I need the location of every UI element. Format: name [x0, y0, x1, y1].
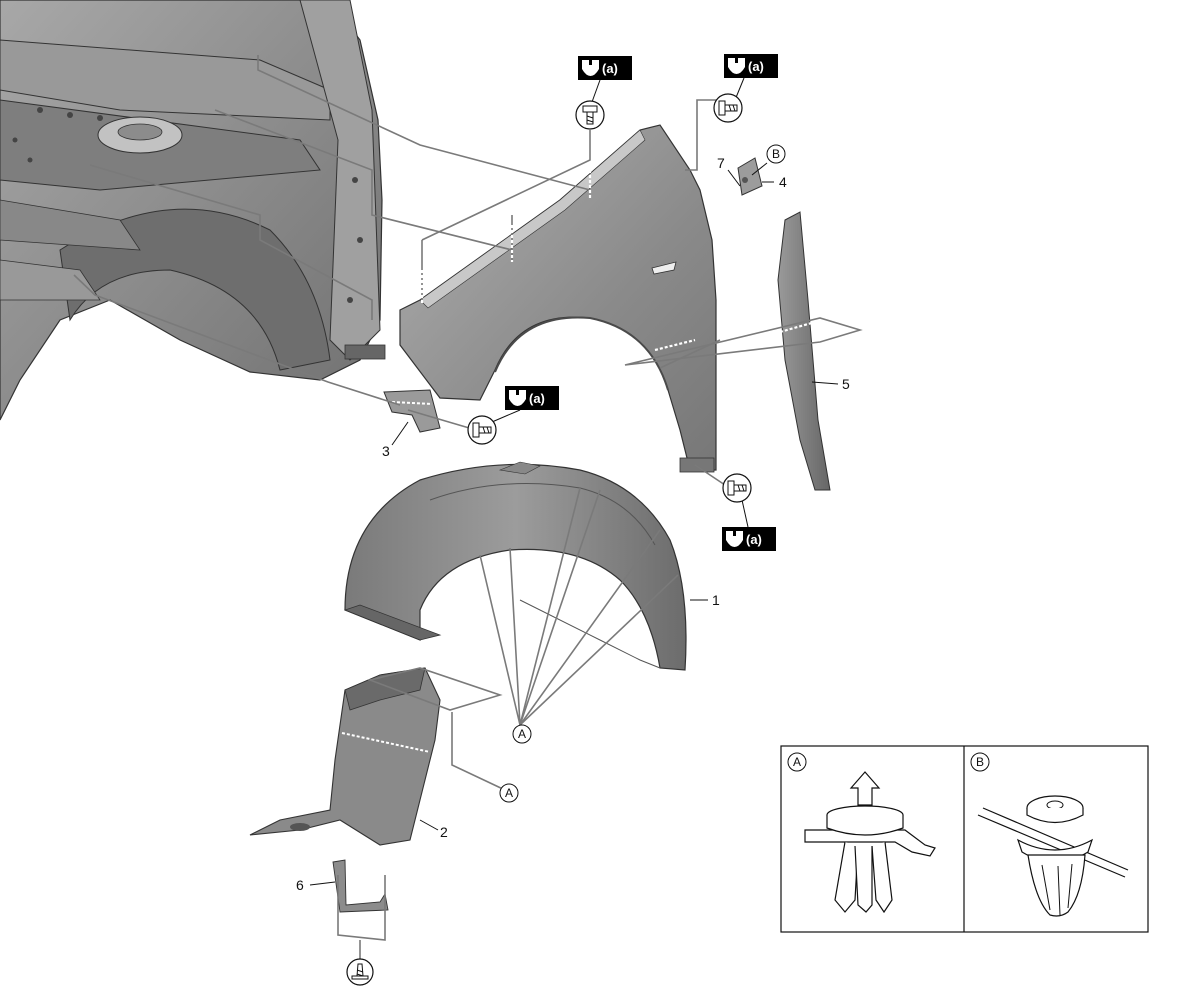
- part-number-4: 4: [779, 174, 787, 190]
- bolt-icon: [575, 100, 605, 130]
- shield-mounting-bracket: [332, 859, 389, 913]
- torque-tag-label: (a): [529, 391, 545, 406]
- part-number-6: 6: [296, 877, 304, 893]
- leader-lines: [73, 55, 863, 960]
- wrench-icon: [582, 60, 599, 76]
- part-number-1: 1: [712, 592, 720, 608]
- fender-seal-strip: [777, 211, 831, 491]
- push-clip-icon: [804, 771, 936, 914]
- torque-tag-label: (a): [746, 532, 762, 547]
- clip-callout-a: A: [512, 724, 532, 744]
- wrench-icon: [509, 390, 526, 406]
- clip-detail-inset: A B: [780, 745, 1149, 933]
- clip-callout-a: A: [499, 783, 519, 803]
- torque-tag: (a): [505, 386, 559, 410]
- wrench-icon: [726, 531, 743, 547]
- bolt-icon: [467, 415, 497, 445]
- screw-icon: [346, 958, 374, 986]
- inset-label-a: A: [793, 755, 801, 769]
- splash-shield: [249, 667, 441, 846]
- screw-clip-icon: [977, 795, 1129, 917]
- part-number-2: 2: [440, 824, 448, 840]
- torque-tag: (a): [724, 54, 778, 78]
- wrench-icon: [728, 58, 745, 74]
- part-number-7: 7: [717, 155, 725, 171]
- wheel-well-liner: [343, 461, 687, 671]
- inset-label-b: B: [976, 755, 984, 769]
- part-callouts: [309, 162, 839, 886]
- svg-text:B: B: [772, 147, 780, 161]
- torque-tag-label: (a): [748, 59, 764, 74]
- push-clip-detail: A: [787, 752, 936, 914]
- fender-trim-bracket: [737, 157, 763, 196]
- front-fender: [399, 124, 717, 473]
- part-number-5: 5: [842, 376, 850, 392]
- clip-callout-b: B: [766, 144, 786, 164]
- svg-text:A: A: [518, 727, 526, 741]
- svg-text:A: A: [505, 786, 513, 800]
- torque-tag: (a): [578, 56, 632, 80]
- part-number-3: 3: [382, 443, 390, 459]
- attachment-markers: [420, 165, 816, 352]
- vehicle-body-structure: [0, 0, 386, 421]
- torque-tag: (a): [722, 527, 776, 551]
- screw-clip-detail: B: [970, 752, 1129, 917]
- torque-tag-label: (a): [602, 61, 618, 76]
- bolt-icon: [713, 93, 743, 123]
- bolt-icon: [722, 473, 752, 503]
